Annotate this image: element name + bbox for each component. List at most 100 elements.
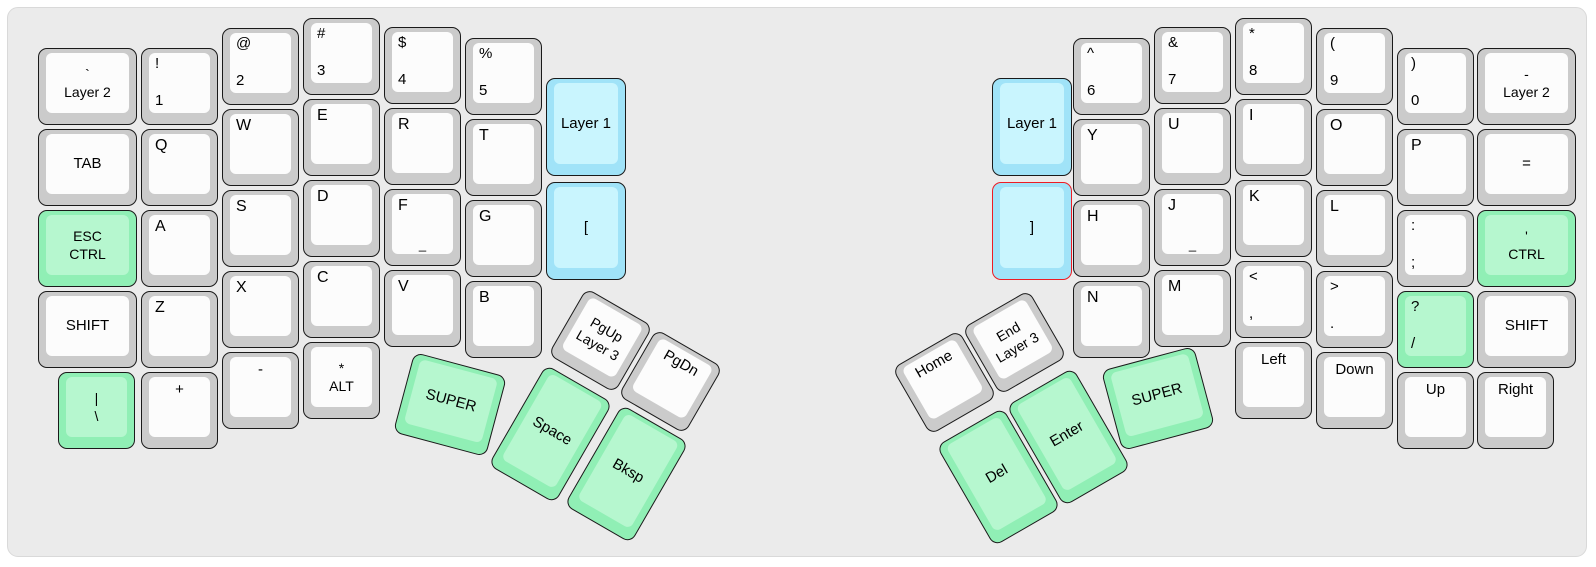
key-layer1-left[interactable]: Layer 1: [546, 78, 626, 176]
keycap: !1: [149, 53, 210, 113]
key-shift-left[interactable]: SHIFT: [38, 291, 137, 368]
key-z[interactable]: Z: [141, 291, 218, 368]
key-b[interactable]: B: [465, 281, 542, 358]
keycap: J_: [1162, 194, 1223, 254]
key-num1[interactable]: !1: [141, 48, 218, 125]
key-num6[interactable]: ^6: [1073, 38, 1150, 115]
key-d[interactable]: D: [303, 180, 380, 257]
key-plus[interactable]: +: [141, 372, 218, 449]
key-period[interactable]: >.: [1316, 271, 1393, 348]
key-q[interactable]: Q: [141, 129, 218, 206]
key-minus[interactable]: -: [222, 352, 299, 429]
key-p[interactable]: P: [1397, 129, 1474, 206]
key-num4[interactable]: $4: [384, 27, 461, 104]
key-label: U: [1168, 116, 1180, 133]
key-label: 5: [479, 81, 488, 99]
keycap: B: [473, 286, 534, 346]
key-a[interactable]: A: [141, 210, 218, 287]
key-label: ALT: [329, 378, 354, 394]
key-num7[interactable]: &7: [1154, 27, 1231, 104]
key-u[interactable]: U: [1154, 108, 1231, 185]
key-rbracket[interactable]: ]: [992, 182, 1072, 280]
keycap: A: [149, 215, 210, 275]
keycap: %5: [473, 43, 534, 103]
key-g[interactable]: G: [465, 200, 542, 277]
key-num0[interactable]: )0: [1397, 48, 1474, 125]
key-t[interactable]: T: [465, 119, 542, 196]
keycap: Layer 1: [554, 83, 618, 164]
key-e[interactable]: E: [303, 99, 380, 176]
key-label: $: [398, 34, 407, 51]
key-label: K: [1249, 188, 1260, 205]
key-i[interactable]: I: [1235, 99, 1312, 176]
key-n[interactable]: N: [1073, 281, 1150, 358]
keycap: L: [1324, 195, 1385, 255]
key-f[interactable]: F_: [384, 189, 461, 266]
key-comma[interactable]: <,: [1235, 261, 1312, 338]
key-label: :: [1411, 217, 1416, 234]
key-down-arrow[interactable]: Down: [1316, 352, 1393, 429]
keycap: Down: [1324, 357, 1385, 417]
key-num3[interactable]: #3: [303, 18, 380, 95]
key-label: SHIFT: [65, 317, 110, 335]
key-up-arrow[interactable]: Up: [1397, 372, 1474, 449]
key-super-right[interactable]: SUPER: [1100, 345, 1216, 451]
key-l[interactable]: L: [1316, 190, 1393, 267]
key-s[interactable]: S: [222, 190, 299, 267]
key-h[interactable]: H: [1073, 200, 1150, 277]
key-x[interactable]: X: [222, 271, 299, 348]
key-lbracket[interactable]: [: [546, 182, 626, 280]
key-equals[interactable]: =: [1477, 129, 1576, 206]
keycap: O: [1324, 114, 1385, 174]
key-semicolon[interactable]: :;: [1397, 210, 1474, 287]
key-r[interactable]: R: [384, 108, 461, 185]
key-backtick-layer2[interactable]: `Layer 2: [38, 48, 137, 125]
key-label: B: [479, 289, 490, 306]
key-v[interactable]: V: [384, 270, 461, 347]
key-label: 2: [236, 71, 245, 89]
keycap: |\: [66, 377, 127, 437]
key-label: W: [236, 117, 252, 134]
key-shift-right[interactable]: SHIFT: [1477, 291, 1576, 368]
key-w[interactable]: W: [222, 109, 299, 186]
key-num9[interactable]: (9: [1316, 28, 1393, 105]
keycap: H: [1081, 205, 1142, 265]
key-label: @: [236, 35, 252, 52]
key-label: Up: [1425, 381, 1446, 398]
key-label: Q: [155, 137, 168, 154]
key-o[interactable]: O: [1316, 109, 1393, 186]
key-question-slash[interactable]: ?/: [1397, 291, 1474, 368]
key-num2[interactable]: @2: [222, 28, 299, 105]
key-quote-ctrl[interactable]: 'CTRL: [1477, 210, 1576, 287]
key-star-alt[interactable]: *ALT: [303, 342, 380, 419]
key-minus-layer2[interactable]: -Layer 2: [1477, 48, 1576, 125]
key-num5[interactable]: %5: [465, 38, 542, 115]
key-label: G: [479, 208, 492, 225]
keycap: G: [473, 205, 534, 265]
keycap: Right: [1485, 377, 1546, 437]
key-label: 7: [1168, 70, 1177, 88]
key-left-arrow[interactable]: Left: [1235, 342, 1312, 419]
keycap: ^6: [1081, 43, 1142, 103]
key-label: L: [1330, 198, 1339, 215]
key-m[interactable]: M: [1154, 270, 1231, 347]
key-pipe-backslash[interactable]: |\: [58, 372, 135, 449]
key-k[interactable]: K: [1235, 180, 1312, 257]
key-j[interactable]: J_: [1154, 189, 1231, 266]
key-num8[interactable]: *8: [1235, 18, 1312, 95]
key-super-left[interactable]: SUPER: [392, 351, 508, 457]
key-layer1-right[interactable]: Layer 1: [992, 78, 1072, 176]
key-y[interactable]: Y: [1073, 119, 1150, 196]
keycap: Left: [1243, 347, 1304, 407]
key-label: -: [258, 361, 263, 378]
key-c[interactable]: C: [303, 261, 380, 338]
keycap: F_: [392, 194, 453, 254]
key-right-arrow[interactable]: Right: [1477, 372, 1554, 449]
key-label: 9: [1330, 71, 1339, 89]
key-label: SUPER: [423, 385, 479, 416]
key-tab[interactable]: TAB: [38, 129, 137, 206]
